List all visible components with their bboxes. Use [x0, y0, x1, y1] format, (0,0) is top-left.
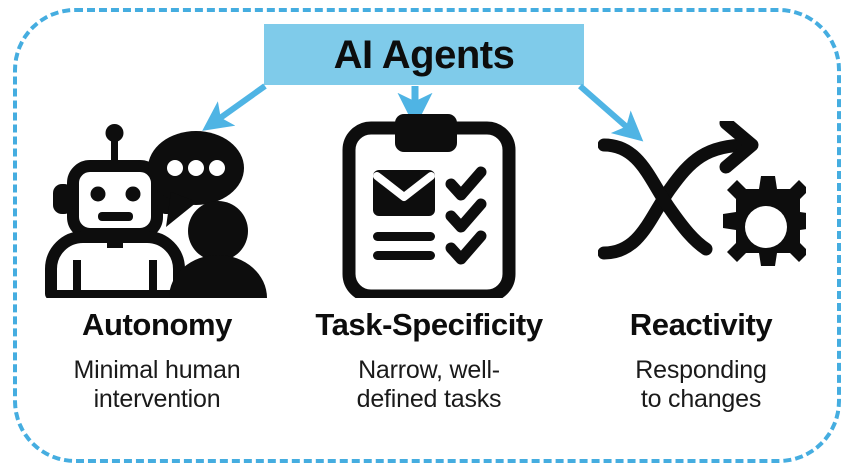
robot-and-person-with-speech-bubble-icon — [45, 124, 267, 298]
feature-column-autonomy: Autonomy Minimal human intervention — [21, 108, 293, 415]
description-task-specificity: Narrow, well- defined tasks — [357, 356, 502, 415]
feature-columns: Autonomy Minimal human intervention — [13, 108, 841, 456]
description-autonomy: Minimal human intervention — [74, 356, 241, 415]
crossing-arrows-with-gear-icon — [598, 121, 806, 266]
description-reactivity: Responding to changes — [635, 355, 767, 415]
autonomy-icon-wrap — [45, 108, 275, 304]
description-autonomy-line2: intervention — [93, 385, 221, 414]
title-banner: AI Agents — [264, 24, 584, 85]
reactivity-icon-wrap — [598, 108, 806, 304]
clipboard-checklist-icon — [342, 114, 516, 298]
feature-column-task-specificity: Task-Specificity Narrow, well- defined t… — [293, 108, 565, 415]
heading-reactivity: Reactivity — [629, 307, 773, 342]
description-task-specificity-line1: Narrow, well- — [358, 355, 500, 384]
heading-autonomy: Autonomy — [81, 307, 233, 342]
gear-shape — [723, 176, 806, 266]
task-specificity-icon-wrap — [341, 108, 517, 304]
feature-column-reactivity: Reactivity Responding to changes — [565, 108, 837, 415]
description-reactivity-line2: to changes — [640, 385, 762, 414]
heading-task-specificity: Task-Specificity — [315, 307, 543, 342]
description-task-specificity-line2: defined tasks — [356, 385, 502, 414]
diagram-frame — [13, 8, 841, 463]
description-autonomy-line1: Minimal human — [73, 355, 241, 384]
page-title: AI Agents — [333, 32, 515, 77]
description-reactivity-line1: Responding — [635, 355, 767, 384]
